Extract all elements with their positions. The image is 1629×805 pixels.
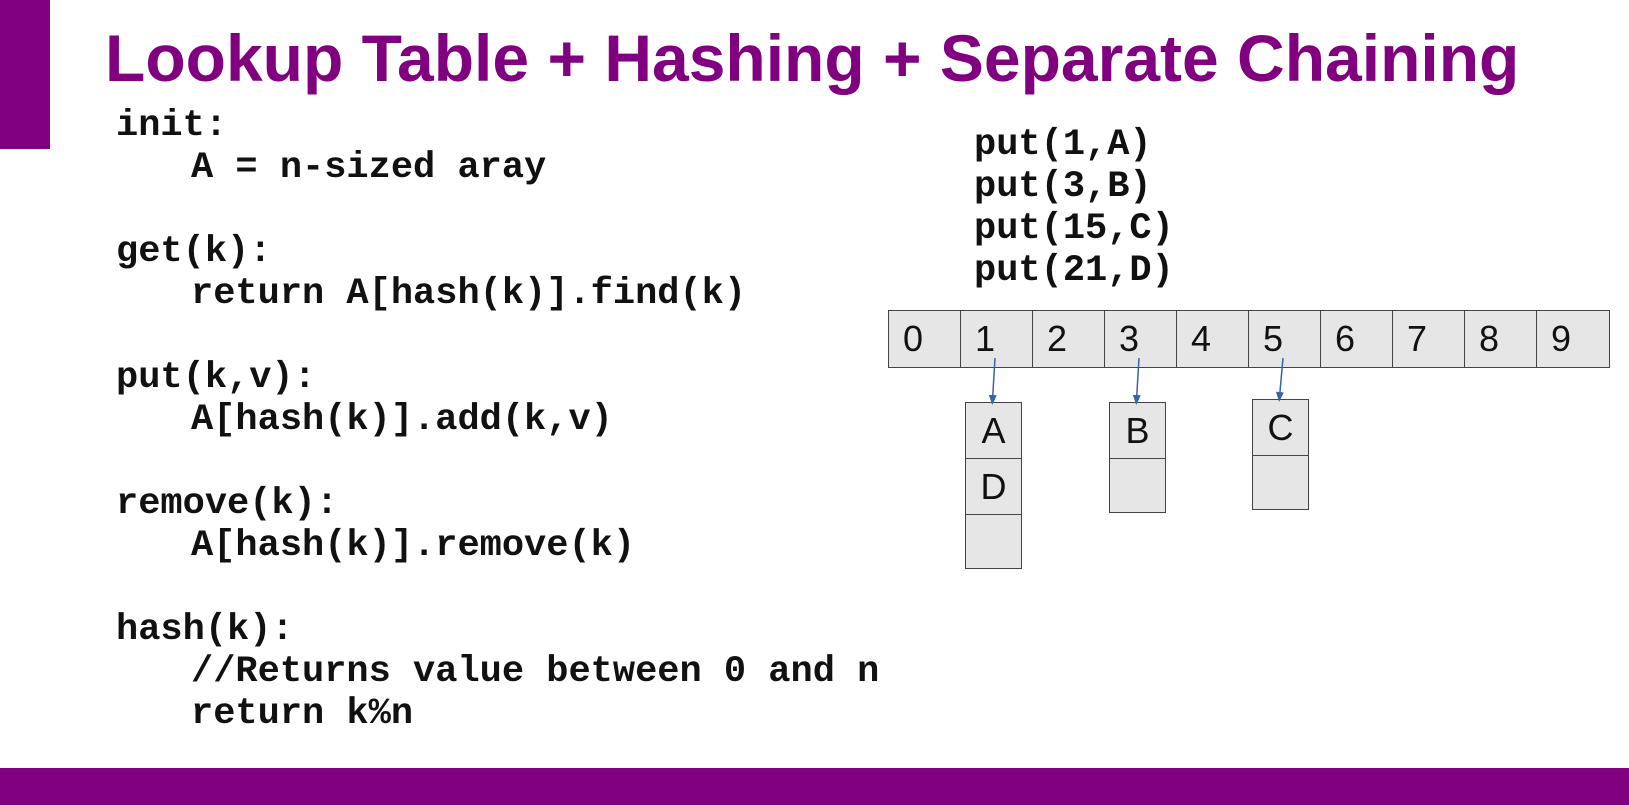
chain-node-empty: [1110, 459, 1165, 512]
code-line: remove(k):: [116, 483, 339, 525]
chain-bucket-5: C: [1252, 399, 1309, 510]
chain-node-a: A: [966, 403, 1021, 459]
slide-title: Lookup Table + Hashing + Separate Chaini…: [105, 21, 1520, 95]
array-cell-9: 9: [1551, 318, 1572, 359]
code-line: A[hash(k)].remove(k): [191, 525, 636, 567]
operation-line: put(21,D): [974, 250, 1174, 292]
bottom-accent-bar: [0, 768, 1629, 805]
code-line: [116, 441, 879, 483]
code-line: [116, 567, 879, 609]
array-cell-7: 7: [1393, 311, 1465, 367]
array-cell-5: 5: [1249, 311, 1321, 367]
operations-list: put(1,A)put(3,B)put(15,C)put(21,D): [974, 124, 1174, 292]
code-line: return k%n: [191, 693, 414, 735]
code-line: put(k,v):: [116, 357, 316, 399]
pseudocode-block: init:A = n-sized aray get(k):return A[has…: [116, 105, 879, 735]
array-cell-3: 3: [1105, 311, 1177, 367]
code-line: return A[hash(k)].find(k): [191, 273, 747, 315]
array-cell-1: 1: [961, 311, 1033, 367]
code-line: [116, 315, 879, 357]
array-cell-4: 4: [1177, 311, 1249, 367]
left-accent-bar: [0, 0, 50, 149]
array-cell-0: 0: [889, 311, 961, 367]
code-line: A = n-sized aray: [191, 147, 547, 189]
chain-node-b: B: [1110, 403, 1165, 459]
code-line: init:: [116, 105, 228, 147]
code-line: [116, 189, 879, 231]
code-line: A[hash(k)].add(k,v): [191, 399, 613, 441]
operation-line: put(1,A): [974, 124, 1152, 166]
array-cell-8: 8: [1465, 311, 1537, 367]
chain-node-d: D: [966, 459, 1021, 515]
operation-line: put(3,B): [974, 166, 1152, 208]
operation-line: put(15,C): [974, 208, 1174, 250]
array-cell-2: 2: [1033, 311, 1105, 367]
chain-node-empty: [1253, 456, 1308, 509]
code-line: get(k):: [116, 231, 272, 273]
array-cell-6: 6: [1321, 311, 1393, 367]
code-line: hash(k):: [116, 609, 294, 651]
chain-node-empty: [966, 515, 1021, 568]
chain-node-c: C: [1253, 400, 1308, 456]
chain-bucket-3: B: [1109, 402, 1166, 513]
code-line: //Returns value between 0 and n: [191, 651, 880, 693]
